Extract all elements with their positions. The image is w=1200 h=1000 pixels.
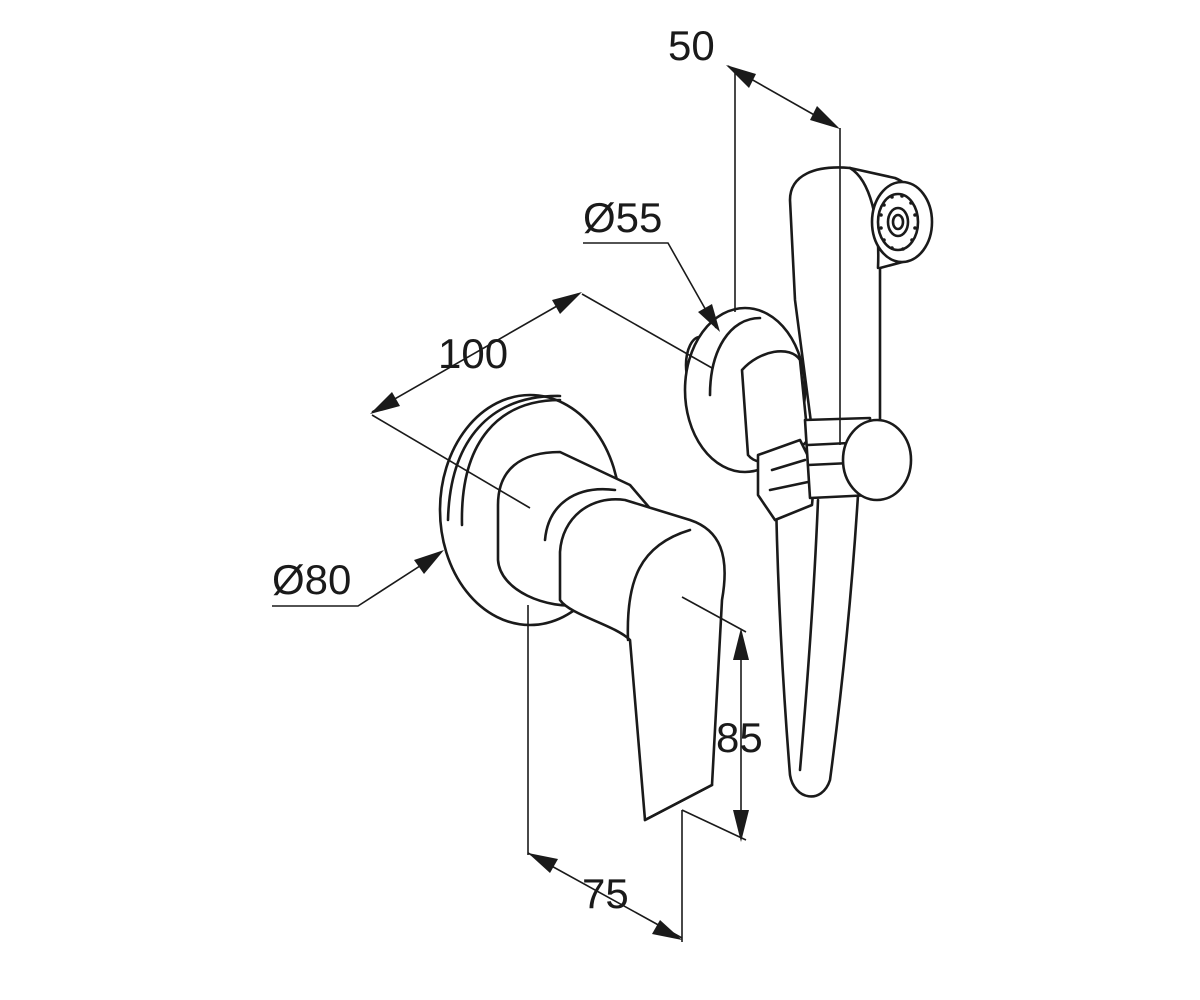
dim-label-outlet-diameter: Ø55 [583,194,662,241]
dim-label-rosette-diameter: Ø80 [272,556,351,603]
nozzle-dots [879,194,917,251]
dim-label-lever-height: 85 [716,714,763,761]
hose [774,493,860,798]
dimension-lines [272,65,841,942]
dim-label-top-width: 50 [668,22,715,69]
hand-shower [788,166,934,502]
dim-label-valve-depth: 100 [438,330,508,377]
wall-outlet [683,306,817,522]
mixer-body [496,450,726,822]
dim-label-lever-length: 75 [582,870,629,917]
